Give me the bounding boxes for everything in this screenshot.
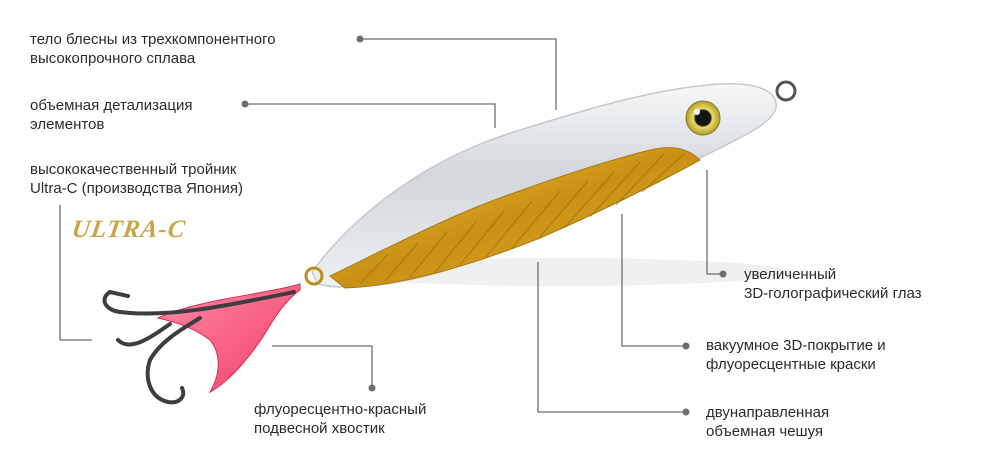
callout-dots bbox=[241, 35, 727, 416]
callout-scales-line-2: объемная чешуя bbox=[706, 423, 824, 440]
pink-tail bbox=[156, 283, 301, 394]
leader-line-scales bbox=[537, 262, 686, 413]
callout-eye-line-1: увеличенный bbox=[744, 266, 837, 283]
callout-eye: увеличенный 3D-голографический глаз bbox=[744, 265, 922, 303]
treble-hook bbox=[102, 289, 296, 405]
lure-eye bbox=[685, 100, 721, 136]
callout-tail-line-2: подвесной хвостик bbox=[254, 420, 385, 437]
dot-scales bbox=[682, 408, 690, 416]
leader-lines bbox=[59, 38, 723, 413]
leader-line-coating bbox=[621, 214, 686, 347]
line-eyelet-ring bbox=[775, 80, 797, 102]
callout-body-line-1: тело блесны из трехкомпонентного bbox=[30, 31, 276, 48]
dot-coating bbox=[682, 342, 690, 350]
callout-hook: высококачественный тройник Ultra-C (прои… bbox=[30, 160, 243, 198]
leader-line-eye bbox=[706, 170, 723, 275]
split-ring bbox=[304, 266, 324, 286]
callout-scales-line-1: двунаправленная bbox=[706, 404, 830, 421]
leader-line-body bbox=[360, 38, 557, 110]
callout-coating: вакуумное 3D-покрытие и флуоресцентные к… bbox=[706, 336, 886, 374]
callout-detail-line-2: элементов bbox=[30, 116, 105, 133]
dot-tail bbox=[368, 384, 376, 392]
callout-tail: флуоресцентно-красный подвесной хвостик bbox=[254, 400, 426, 438]
callout-body: тело блесны из трехкомпонентного высокоп… bbox=[30, 30, 276, 68]
leader-line-hook bbox=[59, 205, 92, 341]
dot-body bbox=[356, 35, 364, 43]
callout-hook-line-1: высококачественный тройник bbox=[30, 161, 237, 178]
callout-coating-line-2: флуоресцентные краски bbox=[706, 356, 876, 373]
scale-pattern bbox=[359, 153, 685, 285]
dot-eye bbox=[719, 270, 727, 278]
callout-scales: двунаправленная объемная чешуя bbox=[706, 403, 829, 441]
leader-line-detail bbox=[245, 103, 496, 128]
dot-detail bbox=[241, 100, 249, 108]
callout-coating-line-1: вакуумное 3D-покрытие и bbox=[706, 337, 886, 354]
callout-tail-line-1: флуоресцентно-красный bbox=[254, 401, 427, 418]
callout-body-line-2: высокопрочного сплава bbox=[30, 50, 196, 67]
callout-eye-line-2: 3D-голографический глаз bbox=[744, 285, 922, 302]
callout-detail: объемная детализация элементов bbox=[30, 96, 192, 134]
ultra-c-logo-text: ULTRA-C bbox=[70, 216, 188, 243]
eye-highlight bbox=[694, 109, 700, 115]
callout-hook-line-2: Ultra-C (производства Япония) bbox=[30, 180, 244, 197]
lure-gold-scales bbox=[329, 147, 701, 289]
leader-line-tail bbox=[272, 345, 373, 388]
ultra-c-logo: ULTRA-C bbox=[70, 214, 188, 246]
callout-detail-line-1: объемная детализация bbox=[30, 97, 193, 114]
